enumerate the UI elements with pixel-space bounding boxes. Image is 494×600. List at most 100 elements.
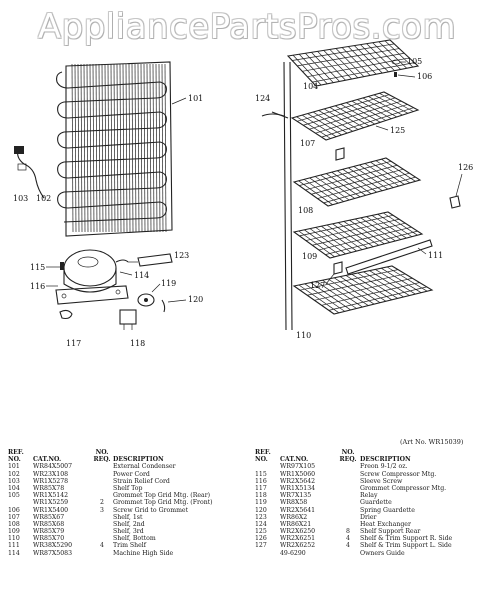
cat-no: WR87X5083 <box>33 549 73 557</box>
callout-105: 105 <box>407 57 422 66</box>
description: Trim Shelf <box>113 542 147 550</box>
table-row: 49-6290 Owners Guide <box>255 550 491 557</box>
cat-no: WR1X5142 <box>33 492 69 500</box>
qty-req: 4 <box>346 535 350 543</box>
ref-no <box>255 463 280 470</box>
cat-no: WR2X6251 <box>280 535 316 543</box>
cat-no: WR1X5278 <box>33 477 69 485</box>
shelf-bottom <box>292 265 434 315</box>
description: Shelf & Trim Support L. Side <box>360 542 452 550</box>
cat-no: WR85X79 <box>33 528 65 536</box>
callout-126: 126 <box>458 163 473 172</box>
ref-no: 123 <box>255 513 267 521</box>
description: Shelf Support Rear <box>360 528 421 536</box>
power-cord <box>14 146 45 199</box>
callout-118: 118 <box>130 339 145 348</box>
callout-104: 104 <box>303 82 318 91</box>
description: Freon 9-1/2 oz. <box>360 463 408 471</box>
ref-no: 110 <box>8 535 20 543</box>
qty-req: 2 <box>100 499 104 507</box>
cat-no: WR1X5060 <box>280 470 316 478</box>
ref-no: 101 <box>8 463 20 471</box>
cat-no: WR1X5134 <box>280 484 316 492</box>
description: Machine High Side <box>113 549 174 557</box>
cat-no: 49-6290 <box>280 549 306 557</box>
cat-no: WR2X6252 <box>280 542 316 550</box>
table-header-row: NO. CAT.NO. REQ. DESCRIPTION <box>255 456 411 464</box>
ref-no: 103 <box>8 477 20 485</box>
description: Sleeve Screw <box>360 477 403 485</box>
callout-109: 109 <box>302 252 317 261</box>
description: Grommet Compressor Mtg. <box>360 484 447 492</box>
description: Guardette <box>360 499 392 507</box>
relay <box>119 309 137 330</box>
cat-no: WR97X105 <box>280 463 316 471</box>
qty-req <box>336 463 360 470</box>
table-header-row: REF. NO. <box>8 449 109 456</box>
description: Heat Exchanger <box>360 520 411 528</box>
cat-no: WR2X5641 <box>280 506 316 514</box>
description: Owners Guide <box>360 549 405 557</box>
shelf-3rd <box>292 211 424 259</box>
qty-req: 4 <box>100 542 104 550</box>
qty-req <box>91 485 113 492</box>
compressor-unit <box>55 249 129 305</box>
ref-no: 105 <box>8 492 20 500</box>
cat-no: WR38X5290 <box>33 542 73 550</box>
table-row: 105 WR1X5142 Grommet Top Grid Mtg. (Rear) <box>8 492 250 499</box>
ref-no: 102 <box>8 470 20 478</box>
callout-108: 108 <box>298 206 313 215</box>
cat-no: WR7X135 <box>280 492 312 500</box>
ref-no: 106 <box>8 506 20 514</box>
ref-no: 111 <box>8 542 20 550</box>
callout-117: 117 <box>66 339 81 348</box>
ref-no: 108 <box>8 520 20 528</box>
qty-req <box>91 492 113 499</box>
qty-req <box>336 507 360 514</box>
description: Drier <box>360 513 377 521</box>
callout-124: 124 <box>255 94 270 103</box>
qty-req <box>336 492 360 499</box>
qty-req <box>91 550 113 557</box>
callout-107: 107 <box>300 139 315 148</box>
description: Shelf, Bottom <box>113 535 156 543</box>
callout-106: 106 <box>417 72 432 81</box>
description: Grommet Top Grid Mtg. (Rear) <box>113 492 211 500</box>
ref-no: 119 <box>255 499 267 507</box>
callout-125: 125 <box>390 126 405 135</box>
callout-115: 115 <box>30 263 45 272</box>
qty-req: 8 <box>346 528 350 536</box>
cat-no: WR1X5259 <box>33 499 69 507</box>
description: Shelf Top <box>113 484 143 492</box>
qty-req <box>91 535 113 542</box>
qty-req <box>336 521 360 528</box>
callout-119: 119 <box>161 279 176 288</box>
exploded-parts-diagram: 101 103 102 115 116 117 114 <box>13 39 473 348</box>
callout-103: 103 <box>13 194 28 203</box>
qty-req <box>91 471 113 478</box>
cat-no: WR86X21 <box>280 520 312 528</box>
description: Screw Compressor Mtg. <box>360 470 437 478</box>
qty-req: 3 <box>100 506 104 514</box>
ref-no: 118 <box>255 492 267 500</box>
table-row: 111 WR38X5290 4 Trim Shelf <box>8 542 250 549</box>
cat-no: WR84X5007 <box>33 463 73 471</box>
qty-req <box>91 478 113 485</box>
description: Strain Relief Cord <box>113 477 170 485</box>
shelf-1st <box>290 91 420 141</box>
ref-no: 116 <box>255 477 267 485</box>
callout-102: 102 <box>36 194 51 203</box>
table-header-row: NO. CAT.NO. REQ. DESCRIPTION <box>8 456 164 464</box>
